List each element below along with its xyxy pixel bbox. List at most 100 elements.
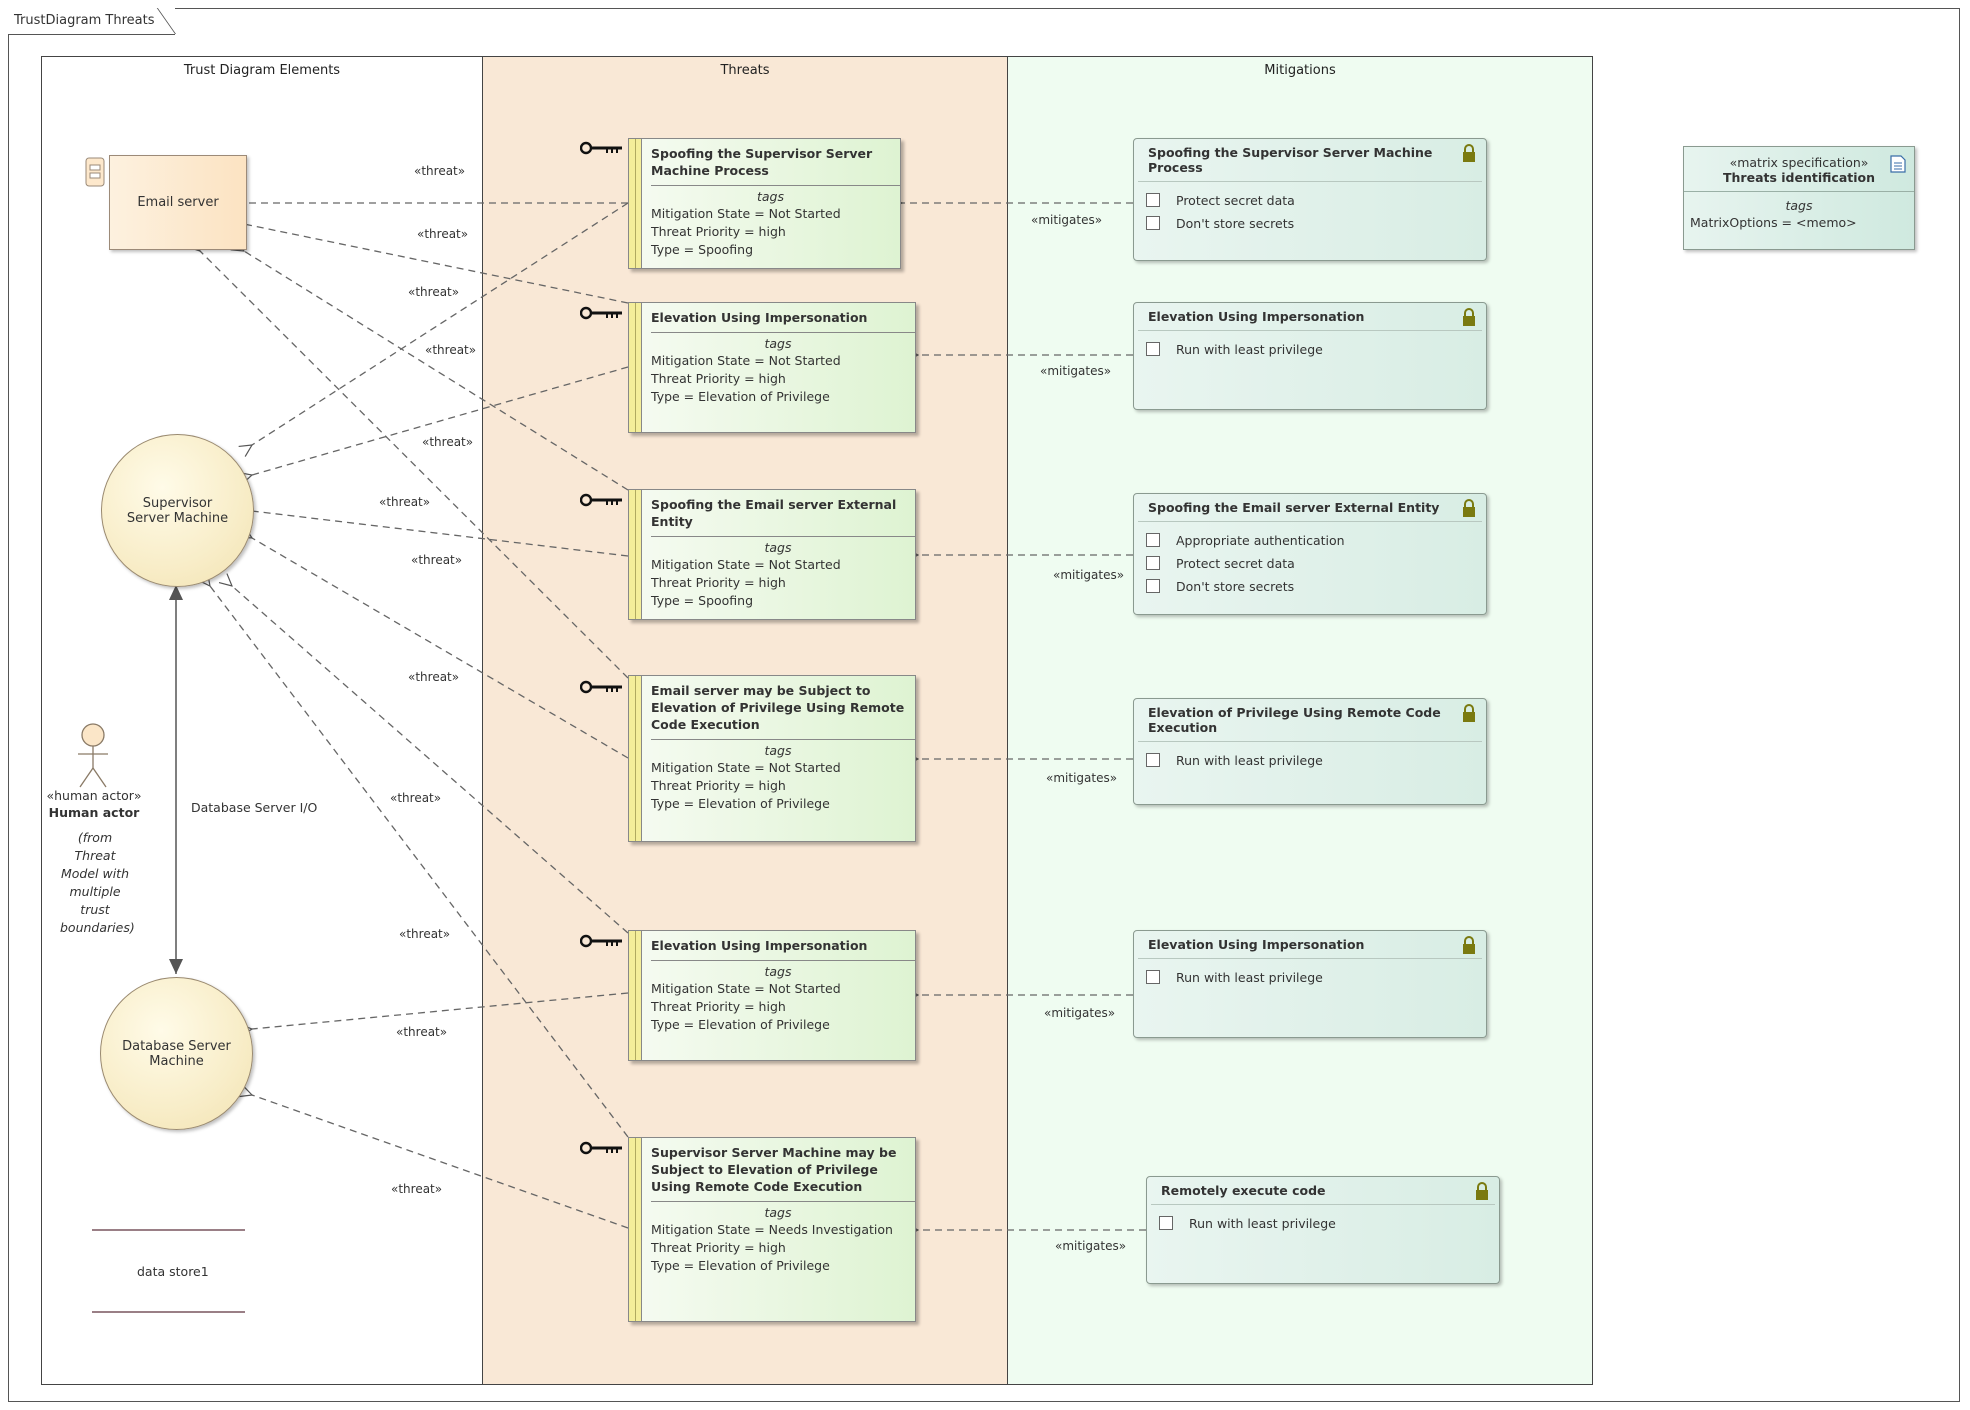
mitigation-item[interactable]: Run with least privilege: [1134, 966, 1486, 988]
mitigation-item[interactable]: Run with least privilege: [1134, 749, 1486, 771]
threat-label: «threat»: [391, 1182, 443, 1196]
mitigates-label: «mitigates»: [1053, 568, 1125, 582]
threat-box[interactable]: Elevation Using Impersonation tags Mitig…: [628, 930, 916, 1061]
mitigation-item[interactable]: Run with least privilege: [1134, 338, 1486, 360]
threat-state: Mitigation State = Not Started: [651, 353, 841, 368]
checkbox[interactable]: [1146, 970, 1160, 984]
threat-label: «threat»: [396, 1025, 448, 1039]
mitigation-title: Elevation Using Impersonation: [1138, 931, 1482, 959]
threat-connector: [252, 202, 629, 445]
mitigation-box[interactable]: Elevation Using Impersonation Run with l…: [1133, 930, 1487, 1038]
mitigates-label: «mitigates»: [1040, 364, 1112, 378]
mitigation-item[interactable]: Run with least privilege: [1147, 1212, 1499, 1234]
threat-connector: [244, 251, 629, 491]
threat-box[interactable]: Email server may be Subject to Elevation…: [628, 675, 916, 842]
threat-title: Elevation Using Impersonation: [651, 931, 915, 961]
threat-type: Type = Elevation of Privilege: [651, 1258, 830, 1273]
mitigates-label: «mitigates»: [1031, 213, 1103, 227]
mitigation-box[interactable]: Spoofing the Email server External Entit…: [1133, 493, 1487, 615]
email-server-node[interactable]: Email server: [109, 155, 247, 250]
mitigation-item[interactable]: Don't store secrets: [1134, 575, 1486, 597]
lane-title-threats: Threats: [720, 63, 770, 78]
threat-label: «threat»: [417, 227, 469, 241]
key-icon: [580, 1141, 622, 1155]
email-server-label: Email server: [137, 195, 219, 210]
checkbox[interactable]: [1146, 216, 1160, 230]
threat-box[interactable]: Elevation Using Impersonation tags Mitig…: [628, 302, 916, 433]
threat-label: «threat»: [411, 553, 463, 567]
key-icon: [580, 306, 622, 320]
checkbox[interactable]: [1146, 753, 1160, 767]
key-icon: [580, 493, 622, 507]
human-actor-name[interactable]: Human actor: [48, 805, 140, 820]
diagram-frame: [8, 8, 1960, 1402]
mitigation-title: Spoofing the Email server External Entit…: [1138, 494, 1482, 522]
threat-title: Elevation Using Impersonation: [651, 303, 915, 333]
threat-state: Mitigation State = Needs Investigation: [651, 1222, 893, 1237]
threat-label: «threat»: [390, 791, 442, 805]
threat-box[interactable]: Supervisor Server Machine may be Subject…: [628, 1137, 916, 1322]
threat-connector: [232, 586, 629, 934]
matrix-option: MatrixOptions = <memo>: [1690, 215, 1857, 230]
threat-type: Type = Spoofing: [651, 593, 754, 608]
key-icon: [580, 934, 622, 948]
supervisor-server-node[interactable]: Supervisor Server Machine: [101, 434, 254, 587]
mitigation-box[interactable]: Elevation of Privilege Using Remote Code…: [1133, 698, 1487, 805]
lock-icon: [1463, 704, 1475, 722]
lane-title-mitigations: Mitigations: [1264, 63, 1336, 78]
matrix-stereotype: «matrix specification»: [1729, 155, 1869, 170]
mitigation-box[interactable]: Spoofing the Supervisor Server Machine P…: [1133, 138, 1487, 261]
checkbox[interactable]: [1146, 579, 1160, 593]
threat-title: Spoofing the Supervisor Server Machine P…: [651, 139, 900, 186]
threat-label: «threat»: [399, 927, 451, 941]
checkbox[interactable]: [1146, 342, 1160, 356]
mitigates-label: «mitigates»: [1055, 1239, 1127, 1253]
threat-priority: Threat Priority = high: [651, 224, 786, 239]
threat-title: Spoofing the Email server External Entit…: [651, 490, 915, 537]
threat-connector: [252, 366, 629, 475]
mitigates-label: «mitigates»: [1046, 771, 1118, 785]
mitigation-title: Elevation of Privilege Using Remote Code…: [1138, 699, 1482, 742]
threat-tags-label: tags: [756, 189, 784, 204]
threat-priority: Threat Priority = high: [651, 1240, 786, 1255]
threat-connector: [244, 224, 629, 304]
threat-label: «threat»: [408, 670, 460, 684]
human-actor-icon: [78, 723, 108, 788]
mitigation-item[interactable]: Don't store secrets: [1134, 212, 1486, 234]
threat-tags-label: tags: [764, 964, 792, 979]
threat-type: Type = Elevation of Privilege: [651, 796, 830, 811]
threat-type: Type = Elevation of Privilege: [651, 389, 830, 404]
threat-priority: Threat Priority = high: [651, 778, 786, 793]
mitigation-item[interactable]: Protect secret data: [1134, 552, 1486, 574]
checkbox[interactable]: [1146, 533, 1160, 547]
threat-title: Email server may be Subject to Elevation…: [651, 676, 915, 740]
data-store-label[interactable]: data store1: [137, 1264, 209, 1279]
mitigates-label: «mitigates»: [1044, 1006, 1116, 1020]
threat-connector: [252, 538, 629, 759]
matrix-specification[interactable]: «matrix specification» Threats identific…: [1683, 146, 1915, 250]
threat-box[interactable]: Spoofing the Email server External Entit…: [628, 489, 916, 620]
threat-priority: Threat Priority = high: [651, 999, 786, 1014]
mitigation-item[interactable]: Protect secret data: [1134, 189, 1486, 211]
checkbox[interactable]: [1146, 193, 1160, 207]
database-server-node[interactable]: Database Server Machine: [100, 977, 253, 1130]
mitigation-box[interactable]: Elevation Using Impersonation Run with l…: [1133, 302, 1487, 410]
checkbox[interactable]: [1146, 556, 1160, 570]
mitigation-title: Remotely execute code: [1151, 1177, 1495, 1205]
threat-box[interactable]: Spoofing the Supervisor Server Machine P…: [628, 138, 901, 269]
threat-connector: [252, 511, 629, 557]
mitigation-title: Spoofing the Supervisor Server Machine P…: [1138, 139, 1482, 182]
mitigation-box[interactable]: Remotely execute code Run with least pri…: [1146, 1176, 1500, 1284]
db-io-label: Database Server I/O: [191, 800, 318, 815]
matrix-name: Threats identification: [1684, 170, 1914, 192]
threat-connector: [210, 586, 629, 1138]
lock-icon: [1463, 499, 1475, 517]
threat-type: Type = Elevation of Privilege: [651, 1017, 830, 1032]
mitigation-item[interactable]: Appropriate authentication: [1134, 529, 1486, 551]
checkbox[interactable]: [1159, 1216, 1173, 1230]
lock-icon: [1463, 936, 1475, 954]
key-icon: [580, 680, 622, 694]
threat-tags-label: tags: [764, 1205, 792, 1220]
lock-icon: [1476, 1182, 1488, 1200]
